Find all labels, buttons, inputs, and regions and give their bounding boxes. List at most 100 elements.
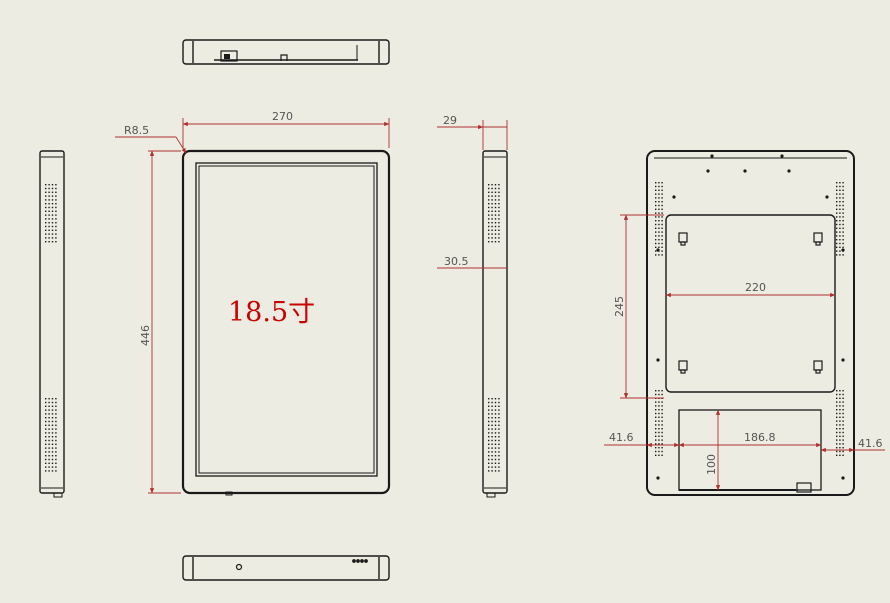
vent-hole: [658, 197, 660, 199]
vent-hole: [45, 203, 47, 205]
vent-hole: [655, 193, 657, 195]
vent-hole: [51, 413, 54, 415]
vent-hole: [491, 413, 493, 415]
vent-hole: [494, 443, 497, 445]
vent-hole: [48, 428, 50, 430]
vent-hole: [839, 454, 841, 456]
vent-hole: [45, 439, 47, 442]
vent-hole: [494, 424, 497, 426]
vent-hole: [45, 401, 47, 404]
vent-hole: [839, 212, 841, 214]
vent-hole: [488, 458, 490, 461]
vent-hole: [842, 431, 844, 434]
vent-hole: [655, 435, 657, 437]
vent-hole: [842, 435, 844, 437]
vent-hole: [491, 436, 493, 438]
vent-hole: [51, 199, 54, 201]
vent-hole: [498, 470, 500, 472]
vent-hole: [839, 242, 841, 245]
vent-hole: [48, 405, 50, 407]
vent-hole: [51, 225, 54, 228]
vent-hole: [655, 250, 657, 252]
vent-hole: [842, 231, 844, 233]
vent-hole: [491, 199, 493, 201]
vent-hole: [488, 462, 490, 464]
vent-hole: [488, 187, 490, 190]
vent-hole: [498, 428, 500, 430]
vent-hole: [488, 233, 490, 235]
vent-hole: [55, 428, 57, 430]
vent-hole: [491, 447, 493, 449]
vent-hole: [45, 443, 47, 445]
vent-hole: [45, 195, 47, 197]
vent-hole: [51, 191, 54, 193]
vent-hole: [488, 436, 490, 438]
vent-hole: [45, 413, 47, 415]
left-vent-holes-bottom: [45, 398, 57, 472]
vent-hole: [655, 197, 657, 199]
vent-hole: [842, 227, 844, 229]
vent-hole: [658, 254, 660, 256]
vent-hole: [842, 223, 844, 226]
vent-hole: [491, 458, 493, 461]
vent-hole: [498, 466, 500, 468]
vent-hole: [51, 462, 54, 464]
right-vent-holes-bottom: [488, 398, 500, 472]
mount-tabs: [678, 232, 823, 374]
vent-hole: [488, 199, 490, 201]
vent-hole: [494, 229, 497, 231]
vent-hole: [488, 241, 490, 243]
vent-hole: [661, 412, 663, 415]
vent-hole: [488, 214, 490, 216]
vent-hole: [842, 454, 844, 456]
vent-hole: [494, 413, 497, 415]
vent-hole: [655, 454, 657, 456]
vent-hole: [498, 210, 500, 212]
vent-hole: [55, 462, 57, 464]
vent-hole: [655, 235, 657, 237]
vent-hole: [655, 416, 657, 418]
vent-hole: [48, 432, 50, 434]
vent-hole: [51, 436, 54, 438]
vent-hole: [661, 431, 663, 434]
vent-hole: [658, 185, 660, 188]
vent-hole: [839, 216, 841, 218]
vent-hole: [658, 393, 660, 396]
vent-hole: [661, 227, 663, 229]
vent-hole: [491, 225, 493, 228]
vent-hole: [45, 214, 47, 216]
vent-hole: [488, 447, 490, 449]
vent-hole: [839, 439, 841, 441]
vent-hole: [48, 218, 50, 220]
vent-hole: [55, 195, 57, 197]
vent-hole: [836, 405, 838, 407]
vent-hole: [45, 470, 47, 472]
vent-hole: [498, 237, 500, 239]
vent-hole: [836, 409, 838, 411]
vent-hole: [488, 428, 490, 430]
vent-hole: [494, 401, 497, 404]
vent-hole: [488, 222, 490, 224]
vent-hole: [494, 417, 497, 419]
vent-hole: [498, 417, 500, 419]
vent-hole: [491, 210, 493, 212]
vent-hole: [498, 222, 500, 224]
vent-hole: [55, 436, 57, 438]
vent-hole: [658, 405, 660, 407]
vent-hole: [55, 184, 57, 186]
vent-hole: [48, 203, 50, 205]
vent-hole: [842, 246, 844, 248]
vent-hole: [661, 220, 663, 222]
vent-hole: [45, 466, 47, 468]
vent-hole: [658, 223, 660, 226]
vent-hole: [491, 195, 493, 197]
vent-hole: [491, 462, 493, 464]
vent-hole: [836, 390, 838, 392]
vent-hole: [836, 201, 838, 203]
vent-hole: [661, 246, 663, 248]
vent-hole: [842, 424, 844, 426]
vent-hole: [55, 210, 57, 212]
vent-hole: [55, 443, 57, 445]
vent-hole: [491, 420, 493, 423]
vent-hole: [491, 229, 493, 231]
